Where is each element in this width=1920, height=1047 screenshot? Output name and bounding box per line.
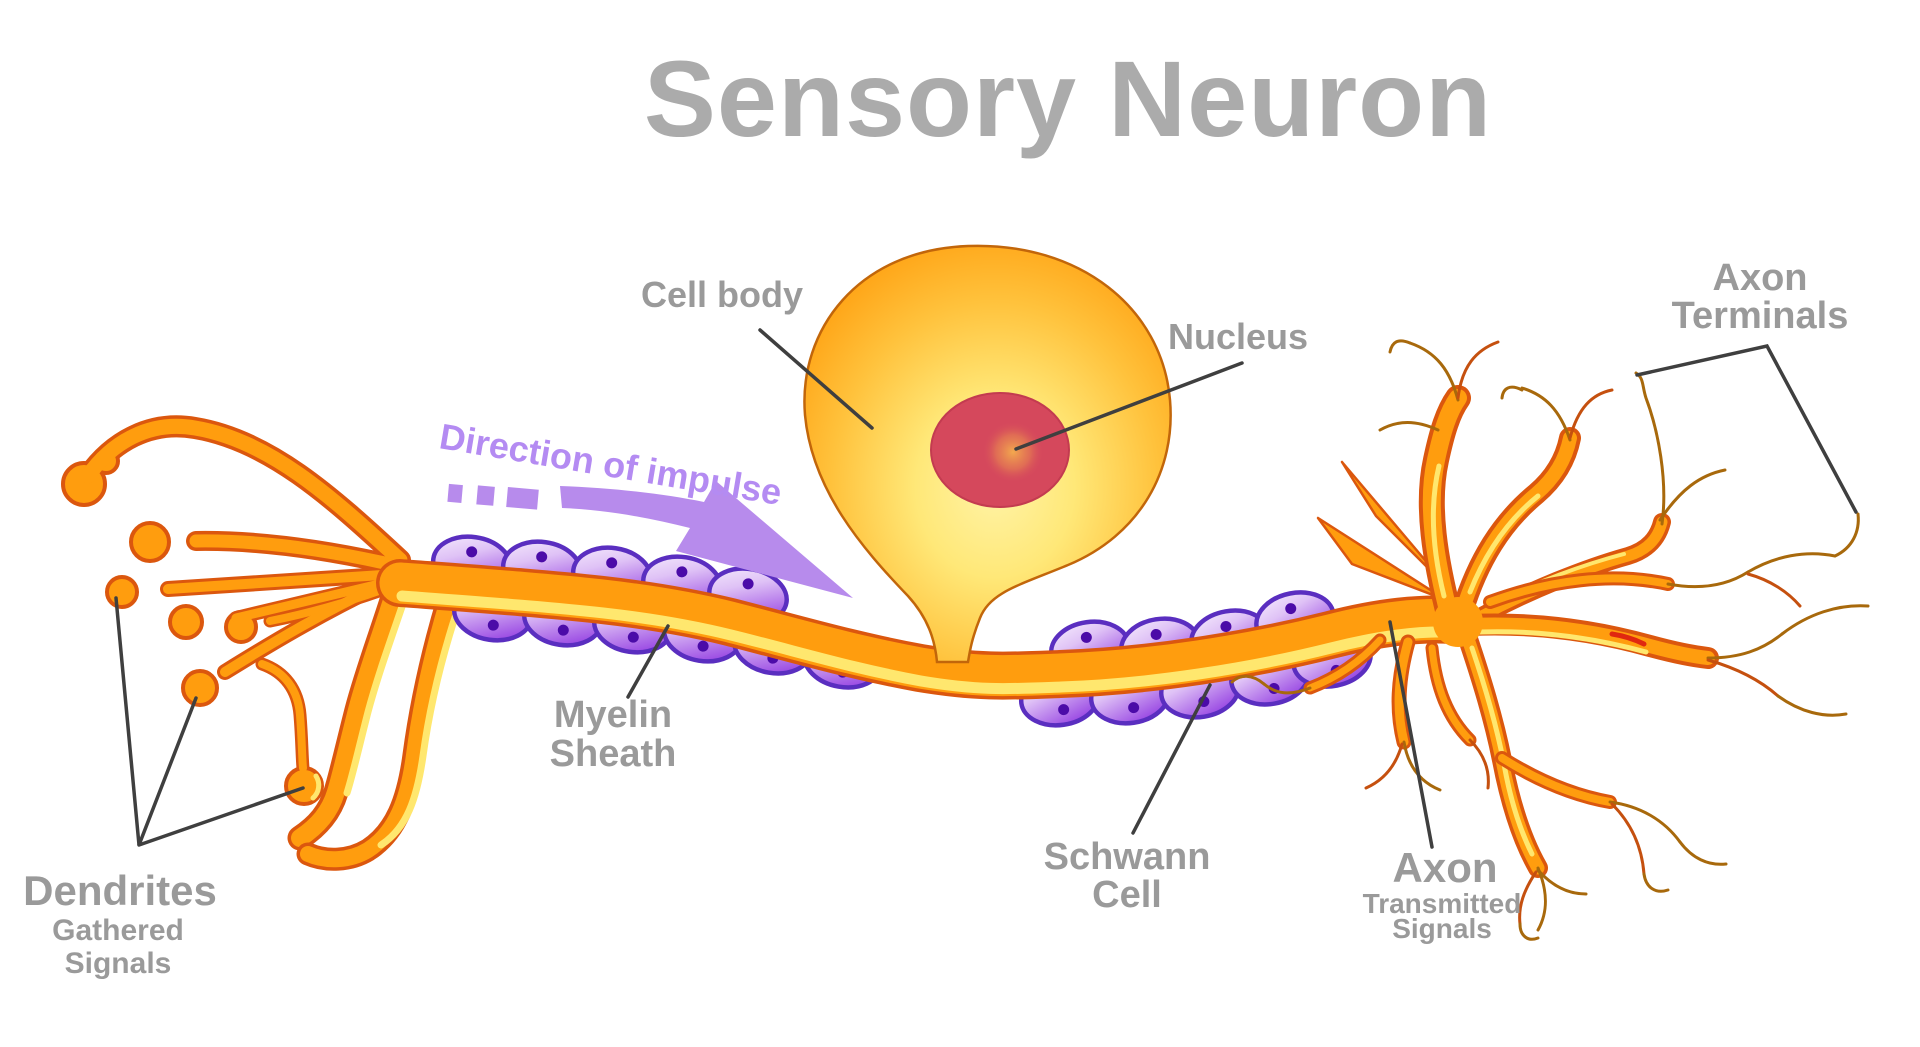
schwann-cell-nucleus: [1285, 603, 1297, 615]
schwann-cell-nucleus: [697, 640, 709, 652]
red-accent: [1609, 631, 1647, 647]
dendrite-tip: [181, 669, 219, 707]
cell-body: [803, 244, 1172, 664]
diagram-labels: Cell body Nucleus Axon Terminals Dendrit…: [23, 257, 1848, 980]
axon-terminals-tree: [1230, 339, 1870, 941]
axon-terminals-label-line1: Axon: [1713, 257, 1808, 299]
axon-sublabel-1: Transmitted: [1363, 888, 1522, 919]
dendrites-leader-line: [137, 786, 305, 847]
schwann-cell-nucleus: [1128, 702, 1140, 714]
nucleolus-glow: [982, 421, 1044, 483]
schwann-cell-nucleus: [487, 619, 499, 631]
myelin-sheath-label-line2: Sheath: [550, 733, 677, 775]
dendrite-tip: [168, 604, 204, 640]
schwann-cell-label-line2: Cell: [1092, 874, 1162, 916]
myelin-sheath-label-line1: Myelin: [554, 694, 672, 736]
impulse-arrow-dashes: [447, 483, 539, 510]
dendrite-tip: [105, 575, 139, 609]
axon-yellow-stripe: [396, 590, 1454, 695]
axon-sublabel-2: Signals: [1392, 913, 1492, 944]
axon-leader-line: [1388, 620, 1434, 849]
axon-terminals-leader-line: [1635, 344, 1858, 514]
schwann-cell-nucleus: [466, 546, 478, 558]
page-title: Sensory Neuron: [644, 38, 1492, 159]
schwann-cell-nucleus: [1058, 704, 1070, 716]
dendrite-tip: [129, 521, 171, 563]
dendrites-tree: [61, 415, 461, 871]
schwann-cell-nucleus: [676, 566, 688, 578]
cell-body-leader-line: [758, 328, 874, 430]
dendrites-label: Dendrites: [23, 867, 217, 914]
schwann-cell-nucleus: [627, 631, 639, 643]
schwann-cell-leader-line: [1131, 683, 1212, 835]
impulse-arrow: [560, 481, 853, 598]
nucleus-leader-line: [1014, 361, 1244, 451]
schwann-cell-nucleus: [557, 624, 569, 636]
leader-lines: [114, 328, 1858, 849]
axon-fiber: [376, 559, 1476, 700]
dendrites-sublabel-1: Gathered: [52, 914, 184, 947]
schwann-cell-nucleus: [1080, 631, 1092, 643]
axon-label: Axon: [1393, 844, 1498, 891]
schwann-cell-nucleus: [536, 551, 548, 563]
axon-terminals-label-line2: Terminals: [1672, 295, 1849, 337]
schwann-cell-nucleus: [606, 557, 618, 569]
schwann-cell-nucleus: [742, 578, 754, 590]
nucleus-label: Nucleus: [1168, 316, 1308, 357]
dendrites-sublabel-2: Signals: [65, 947, 172, 980]
schwann-cell-nucleus: [1150, 628, 1162, 640]
axon-hillock: [1433, 597, 1483, 647]
cell-body-label: Cell body: [641, 274, 803, 315]
schwann-cell-nucleus: [1220, 621, 1232, 633]
schwann-cell-label-line1: Schwann: [1044, 836, 1211, 878]
myelin-sheath-leader-line: [626, 624, 670, 699]
